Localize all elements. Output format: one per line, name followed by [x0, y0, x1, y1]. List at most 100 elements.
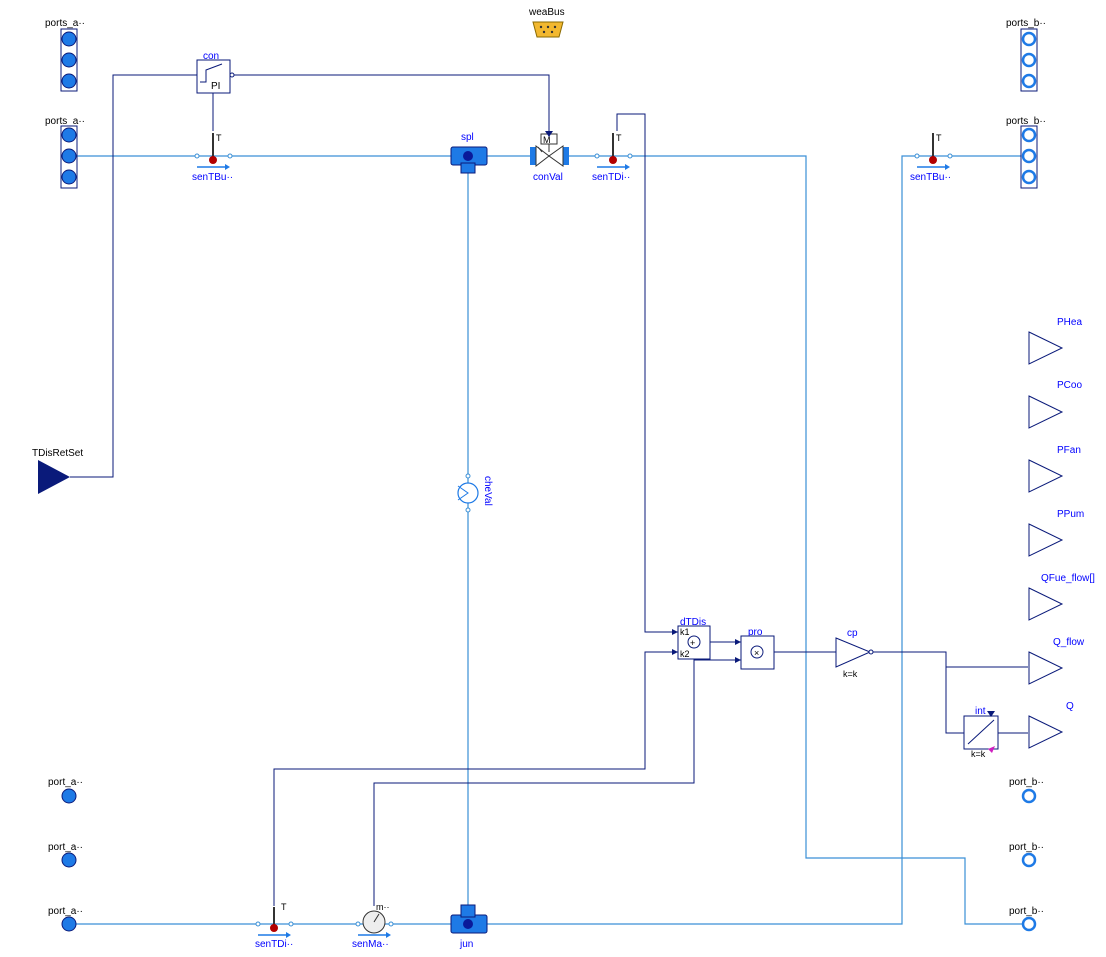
sentbu-right-label: senTBu·· [910, 172, 951, 183]
port-circle[interactable] [61, 31, 77, 47]
reset-input-icon[interactable] [987, 711, 995, 717]
port-a-2[interactable]: port_a·· [48, 842, 83, 868]
thermometer-bulb-icon [209, 156, 217, 164]
spl-splitter[interactable]: spl [450, 132, 488, 174]
port-circle[interactable] [1021, 31, 1037, 47]
port-circle[interactable] [61, 169, 77, 185]
jun-branch [460, 904, 476, 918]
fluid-port[interactable] [914, 153, 920, 159]
port-circle[interactable] [61, 52, 77, 68]
port-circle[interactable] [1021, 916, 1037, 932]
sensor-t-label: T [616, 133, 622, 143]
fluid-port[interactable] [355, 921, 361, 927]
port-circle[interactable] [1021, 169, 1037, 185]
fluid-port[interactable] [465, 473, 471, 479]
port-a-3[interactable]: port_a·· [48, 906, 83, 932]
output-q[interactable]: Q [1028, 701, 1074, 749]
port-a-1[interactable]: port_a·· [48, 777, 83, 804]
fluid-port[interactable] [255, 921, 261, 927]
port-circle[interactable] [61, 916, 77, 932]
ports-a-mid[interactable]: ports_a·· [45, 116, 85, 189]
valve-input-icon[interactable] [545, 131, 553, 137]
conval-inner-label: M [543, 135, 551, 145]
cp-label: cp [847, 628, 858, 639]
cheval-check-valve[interactable]: cheVal [457, 473, 493, 513]
cheval-label: cheVal [482, 476, 493, 506]
port-circle[interactable] [1021, 788, 1037, 804]
thermometer-bulb-icon [929, 156, 937, 164]
sentdi-top-sensor[interactable]: T senTDi·· [592, 133, 633, 183]
ports-b-mid[interactable]: ports_b·· [1006, 116, 1046, 189]
sentbu-left-label: senTBu·· [192, 172, 233, 183]
pro-product-block[interactable]: pro × [735, 627, 775, 670]
port-circle[interactable] [1021, 73, 1037, 89]
integrator-ramp-icon [967, 719, 995, 745]
conval-valve[interactable]: M conVal [530, 131, 569, 183]
cheval-arrow-icon [457, 485, 469, 501]
output-pcoo[interactable]: PCoo [1028, 380, 1082, 429]
output-phea[interactable]: PHea [1028, 317, 1082, 365]
weabus-connector[interactable]: weaBus [528, 7, 565, 38]
tdisretset-label: TDisRetSet [32, 448, 83, 459]
port-circle[interactable] [1021, 852, 1037, 868]
fluid-port[interactable] [594, 153, 600, 159]
input-arrow-icon[interactable] [672, 629, 678, 635]
q-label: Q [1066, 701, 1074, 712]
jun-label: jun [459, 939, 473, 950]
output-triangle-icon [1028, 587, 1064, 621]
port-a-2-label: port_a·· [48, 842, 83, 853]
fluid-port[interactable] [627, 153, 633, 159]
fluid-port[interactable] [947, 153, 953, 159]
port-b-3[interactable]: port_b·· [1009, 906, 1044, 932]
senma-flow-sensor[interactable]: m·· senMa·· [352, 902, 394, 950]
port-circle[interactable] [61, 852, 77, 868]
sentdi-bottom-sensor[interactable]: T senTDi·· [255, 902, 294, 950]
ports-b-top-label: ports_b·· [1006, 18, 1046, 29]
fluid-port[interactable] [227, 153, 233, 159]
signal-cp-to-int [945, 667, 964, 734]
output-port[interactable] [229, 72, 235, 78]
output-qfue-flow[interactable]: QFue_flow[] [1028, 573, 1095, 621]
reset-port-icon[interactable] [988, 746, 995, 753]
port-circle[interactable] [1021, 148, 1037, 164]
ports-a-top[interactable]: ports_a·· [45, 18, 85, 92]
port-circle[interactable] [61, 127, 77, 143]
port-a-3-label: port_a·· [48, 906, 83, 917]
output-pfan[interactable]: PFan [1028, 445, 1081, 493]
jun-node-icon [463, 919, 473, 929]
ports-b-top[interactable]: ports_b·· [1006, 18, 1046, 92]
dtdis-add-block[interactable]: dTDis + k1 k2 [672, 617, 711, 660]
bus-pin [550, 30, 554, 34]
fluid-port[interactable] [288, 921, 294, 927]
port-circle[interactable] [61, 148, 77, 164]
input-arrow-icon[interactable] [672, 649, 678, 655]
cp-gain-block[interactable]: cp k=k [835, 628, 874, 679]
int-integrator-block[interactable]: int k=k [963, 706, 999, 759]
port-circle[interactable] [61, 73, 77, 89]
sentbu-left-sensor[interactable]: T senTBu·· [192, 133, 233, 183]
port-b-1[interactable]: port_b·· [1009, 777, 1044, 804]
flow-arrowhead-icon [225, 164, 230, 170]
pfan-label: PFan [1057, 445, 1081, 456]
fluid-connections [76, 155, 1025, 925]
add-icon [687, 635, 701, 649]
input-arrow-icon[interactable] [735, 657, 741, 663]
fluid-port[interactable] [194, 153, 200, 159]
fluid-port[interactable] [388, 921, 394, 927]
sensor-t-label: T [281, 902, 287, 912]
jun-junction[interactable]: jun [450, 904, 488, 950]
output-port[interactable] [868, 649, 874, 655]
fluid-port[interactable] [465, 507, 471, 513]
q-flow-label: Q_flow [1053, 637, 1085, 648]
tdisretset-input[interactable]: TDisRetSet [32, 448, 83, 494]
port-circle[interactable] [1021, 52, 1037, 68]
output-ppum[interactable]: PPum [1028, 509, 1084, 557]
input-arrow-icon[interactable] [735, 639, 741, 645]
port-circle[interactable] [1021, 127, 1037, 143]
valve-triangle-icon [535, 144, 550, 168]
con-pi-controller[interactable]: con PI [196, 51, 235, 94]
port-circle[interactable] [61, 788, 77, 804]
port-b-2[interactable]: port_b·· [1009, 842, 1044, 868]
sentbu-right-sensor[interactable]: T senTBu·· [910, 133, 953, 183]
output-q-flow[interactable]: Q_flow [1028, 637, 1085, 685]
